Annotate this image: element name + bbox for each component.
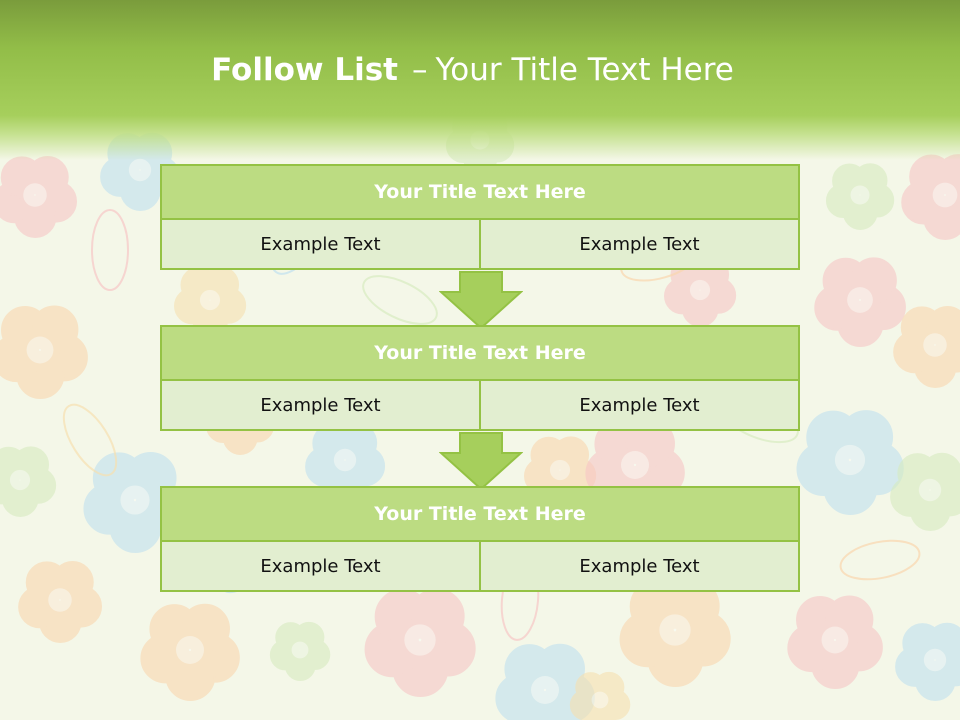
down-arrow-icon — [439, 432, 523, 490]
block-cell-right: Example Text — [481, 381, 800, 431]
title-banner — [0, 0, 960, 160]
down-arrow-icon — [439, 271, 523, 329]
title-bold-part: Follow List — [211, 52, 398, 88]
block-title: Your Title Text Here — [160, 325, 800, 381]
block-title: Your Title Text Here — [160, 164, 800, 220]
block-title: Your Title Text Here — [160, 486, 800, 542]
block-cell-left: Example Text — [160, 220, 481, 270]
list-block-3: Your Title Text Here Example Text Exampl… — [160, 486, 800, 592]
block-cell-left: Example Text — [160, 542, 481, 592]
title-rest-part: Your Title Text Here — [435, 52, 734, 88]
block-cell-right: Example Text — [481, 220, 800, 270]
block-cell-right: Example Text — [481, 542, 800, 592]
slide-title: Follow List–Your Title Text Here — [0, 52, 945, 88]
list-block-2: Your Title Text Here Example Text Exampl… — [160, 325, 800, 431]
block-cell-left: Example Text — [160, 381, 481, 431]
list-block-1: Your Title Text Here Example Text Exampl… — [160, 164, 800, 270]
title-separator: – — [411, 52, 428, 88]
